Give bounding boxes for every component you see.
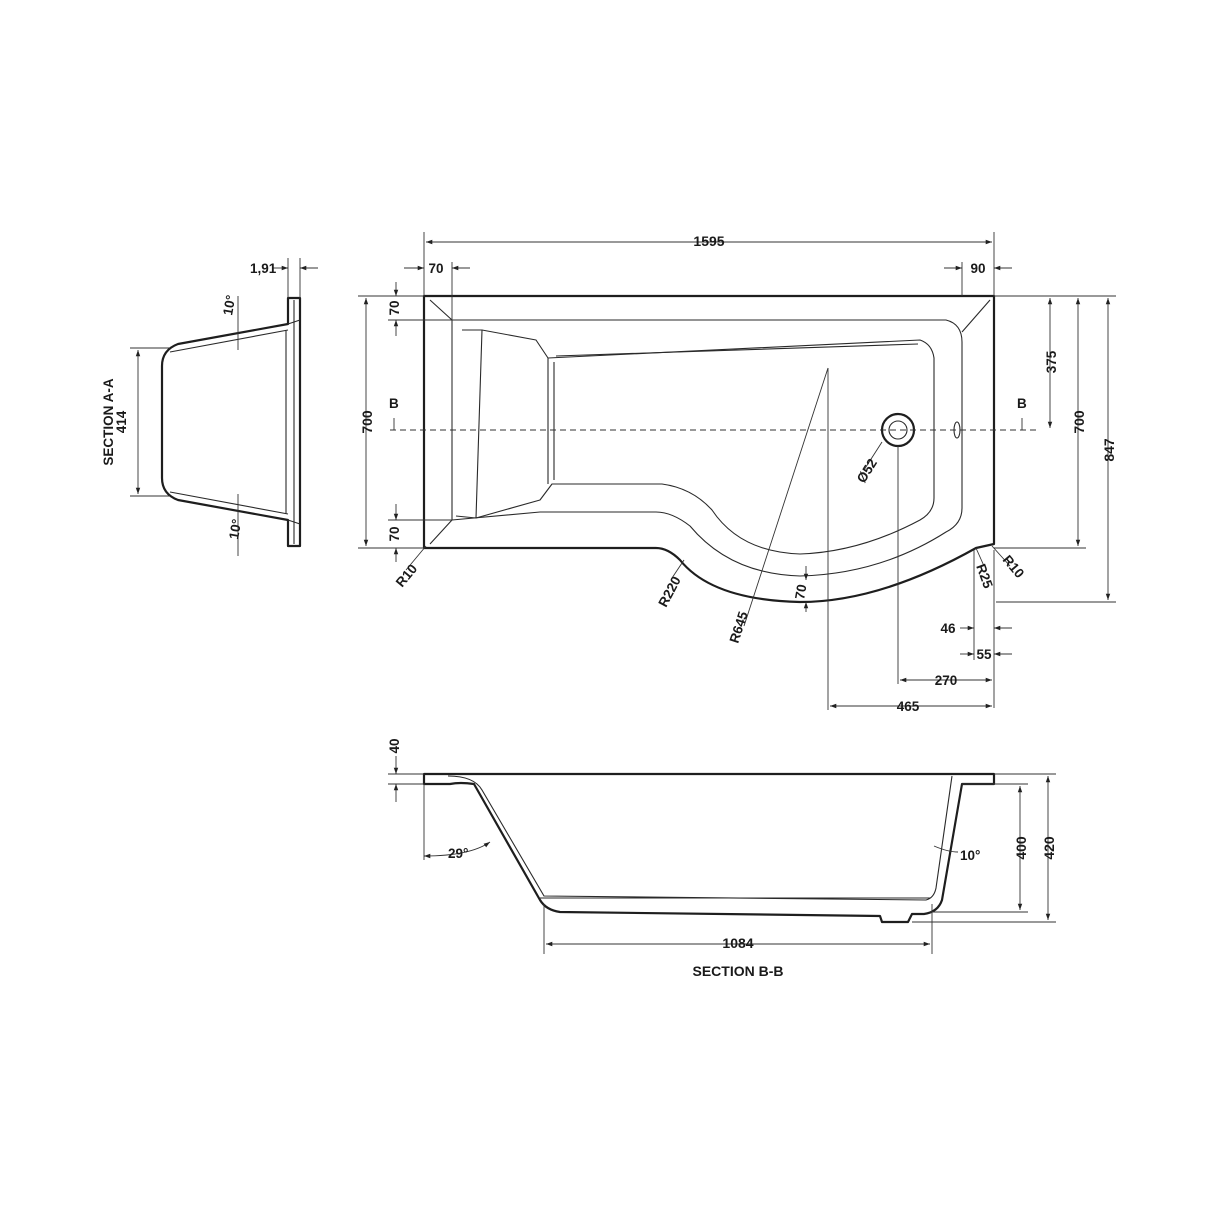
plan-overall-width-label: 847 (1101, 438, 1117, 462)
plan-waste-inner (888, 420, 908, 440)
plan-waste-outer (880, 412, 916, 448)
plan-section-mark-left: B (389, 396, 399, 411)
plan-outer-rim (422, 294, 996, 604)
section-a-height-label: 414 (114, 410, 129, 433)
section-b-title: SECTION B-B (693, 963, 784, 979)
section-a-thickness-label: 1,91 (250, 261, 277, 276)
plan-waste-offset-label: 375 (1044, 350, 1059, 373)
section-a-angle-bottom: 10° (226, 518, 244, 541)
plan-radius-left-label: R10 (393, 561, 420, 590)
section-b-rim-label: 40 (387, 738, 402, 753)
plan-curve-rim-label: 70 (792, 583, 809, 600)
plan-basin-inner (475, 329, 935, 555)
plan-waste-dia-label: Ø52 (854, 456, 880, 486)
plan-dim-465-label: 465 (897, 699, 920, 714)
plan-length-label: 1595 (693, 233, 724, 249)
plan-width-right-label: 700 (1071, 410, 1087, 434)
plan-r645-label: R645 (727, 609, 751, 645)
plan-dim-270-label: 270 (935, 673, 958, 688)
plan-bottom-rim-label: 70 (387, 526, 402, 541)
section-b-view: 40 29° 10° 400 420 1084 SECTION B-B (387, 738, 1057, 979)
section-b-outer-profile (422, 772, 996, 924)
section-b-angle-left-label: 29° (448, 846, 468, 861)
section-b-angle-right-label: 10° (960, 848, 980, 863)
plan-right-rim-label: 90 (970, 261, 985, 276)
plan-section-mark-right: B (1017, 396, 1027, 411)
section-a-outer-profile (160, 296, 302, 548)
plan-left-rim-label: 70 (428, 261, 443, 276)
plan-width-left-label: 700 (359, 410, 375, 434)
plan-r220-label: R220 (655, 574, 683, 610)
section-a-inner-profile (169, 319, 301, 525)
section-b-depth-outer-label: 420 (1041, 836, 1057, 860)
plan-basin-outer (451, 319, 963, 577)
plan-top-rim-label: 70 (387, 300, 402, 315)
plan-radius-right-label: R10 (1000, 552, 1027, 581)
plan-view: B B 1595 70 90 70 70 700 3 (358, 232, 1117, 714)
section-a-angle-top: 10° (220, 294, 238, 317)
section-b-base-length-label: 1084 (722, 935, 753, 951)
plan-dim-46-label: 46 (940, 621, 956, 636)
section-b-inner-profile (447, 775, 953, 901)
section-a-title: SECTION A-A (101, 378, 116, 465)
plan-r25-label: R25 (973, 562, 996, 591)
plan-dim-55-label: 55 (976, 647, 992, 662)
section-b-depth-inner-label: 400 (1013, 836, 1029, 860)
section-a-view: 1,91 414 SECTION A-A 10° 10° (101, 258, 318, 556)
